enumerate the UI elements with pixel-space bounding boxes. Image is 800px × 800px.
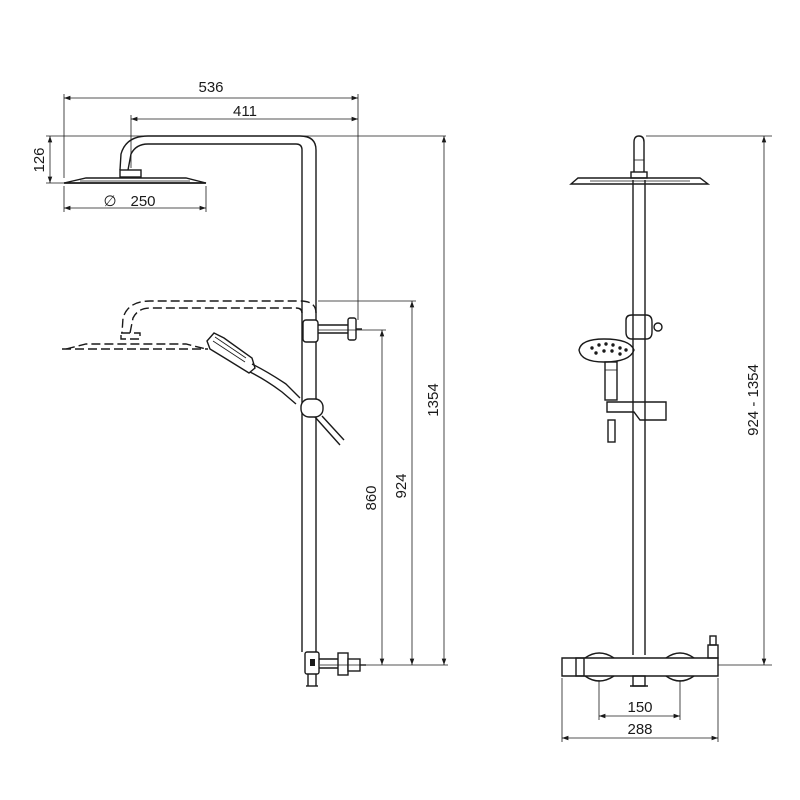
dimension-lowered-arm-height: 924: [318, 300, 416, 665]
front-arm-top: [630, 135, 648, 179]
dimension-arm-reach: 411: [130, 103, 358, 168]
front-hand-shower: [578, 338, 635, 401]
hand-shower: [206, 332, 301, 405]
dimension-860: 860: [318, 329, 386, 665]
dimension-height-range: 924 - 1354: [646, 135, 772, 666]
dimension-head-height: 126: [31, 135, 446, 184]
front-riser-pipe: [632, 180, 646, 655]
dimension-411-label: 411: [233, 103, 257, 120]
dimension-mixer-width: 288: [561, 678, 719, 742]
arm-clamp: [302, 317, 362, 343]
dimension-536-label: 536: [198, 79, 223, 96]
dimension-head-diameter: ∅ 250: [63, 186, 207, 212]
overhead-shower-head: [63, 169, 207, 184]
front-view: 924 - 1354 150 288: [561, 135, 772, 742]
slider-holder: [300, 398, 345, 446]
thermostatic-mixer-side: [304, 651, 366, 687]
side-view: 536 411 126 ∅ 250 1354: [31, 79, 448, 687]
dimension-total-reach: 536: [63, 79, 359, 320]
dimension-inlet-spacing: 150: [598, 680, 681, 720]
shower-arm-raised: [119, 135, 317, 171]
dimension-height-range-label: 924 - 1354: [745, 364, 762, 436]
front-arm-clamp: [625, 314, 663, 340]
dimension-250-label: 250: [130, 193, 155, 210]
front-overhead-shower-head: [569, 177, 711, 185]
dimension-1354-label: 1354: [425, 383, 442, 416]
dimension-total-height: 1354: [320, 136, 448, 666]
shower-arm-lowered-dashed: [62, 300, 317, 350]
dimension-288-label: 288: [627, 721, 652, 738]
dimension-924-label: 924: [393, 473, 410, 498]
diameter-symbol-icon: ∅: [103, 193, 116, 210]
dimension-860-label: 860: [363, 485, 380, 510]
front-slider-holder: [606, 401, 667, 443]
dimension-126-label: 126: [31, 147, 48, 172]
dimension-150-label: 150: [627, 699, 652, 716]
front-thermostatic-mixer: [561, 635, 719, 687]
